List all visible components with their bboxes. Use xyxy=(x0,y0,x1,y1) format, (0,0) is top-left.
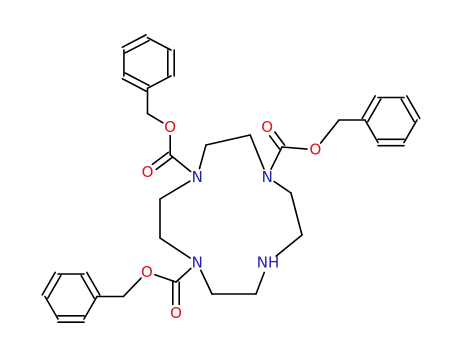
double-bond-b3r0-b3r1-1 xyxy=(85,271,101,296)
atom-label-layer: O O N N O O NH N O O xyxy=(141,118,321,322)
double-bond-c1-o2-0 xyxy=(155,156,173,171)
bond-layer xyxy=(41,34,421,324)
atom-label-o3: O xyxy=(261,118,273,136)
double-bond-c2-o3-0 xyxy=(268,135,281,150)
single-bond-c3-o6 xyxy=(154,273,177,283)
double-bond-a2-a3-0 xyxy=(124,72,150,87)
single-bond-n3-r7 xyxy=(159,237,191,259)
atom-label-nh: NH xyxy=(257,254,280,272)
single-bond-r1-r2 xyxy=(205,134,251,146)
single-bond-r4-nh xyxy=(275,234,303,257)
single-bond-r3-r4 xyxy=(290,192,303,236)
double-bond-c2-o3-1 xyxy=(274,131,286,146)
single-bond-b2r5-b2r0 xyxy=(364,119,379,144)
single-bond-r6-n3 xyxy=(200,269,213,295)
atom-label-n2: N xyxy=(262,168,273,186)
double-bond-b3r2-b3r3-1 xyxy=(41,271,57,296)
single-bond-nh-r5 xyxy=(255,271,266,295)
single-bond-c2-o4 xyxy=(281,146,308,150)
single-bond-b3r3-b3r4 xyxy=(44,295,59,320)
single-bond-n2-r3 xyxy=(273,180,292,194)
atom-label-o2: O xyxy=(142,163,154,181)
double-bond-b3r0-b3r1-0 xyxy=(80,274,96,299)
atom-label-n3: N xyxy=(192,254,203,272)
double-bond-a2-a3-1 xyxy=(121,77,147,92)
double-bond-b2r2-b2r3-0 xyxy=(405,95,421,120)
double-bond-b2r0-b2r1-0 xyxy=(361,95,377,120)
single-bond-a5-a0 xyxy=(146,36,172,51)
single-bond-r8-n1 xyxy=(159,180,191,200)
atom-label-o6: O xyxy=(141,263,153,281)
single-bond-n3-c3 xyxy=(175,267,192,283)
single-bond-n2-c2 xyxy=(270,146,283,170)
double-bond-b2r0-b2r1-1 xyxy=(366,98,382,123)
atom-label-o1: O xyxy=(164,118,176,136)
single-bond-c1-n1 xyxy=(169,154,192,173)
single-bond-r2-n2 xyxy=(249,134,265,170)
single-bond-o6-b3c xyxy=(122,277,142,298)
single-bond-b2r3-b2r4 xyxy=(403,119,418,144)
single-bond-a3-a4 xyxy=(146,75,172,90)
single-bond-b3r5-b3r0 xyxy=(83,295,98,320)
single-bond-a6-o1 xyxy=(146,112,164,124)
atom-label-o4: O xyxy=(309,141,321,159)
double-bond-c1-o2-1 xyxy=(151,151,170,166)
single-bond-o4-b2c xyxy=(319,119,340,144)
atom-label-o5: O xyxy=(170,304,182,322)
double-bond-b3r2-b3r3-0 xyxy=(46,274,62,299)
double-bond-b2r2-b2r3-1 xyxy=(400,98,416,123)
double-bond-a0-a1-0 xyxy=(124,39,150,54)
double-bond-a0-a1-1 xyxy=(121,34,147,48)
atom-label-n1: N xyxy=(192,168,203,186)
single-bond-n1-r1 xyxy=(198,144,207,170)
